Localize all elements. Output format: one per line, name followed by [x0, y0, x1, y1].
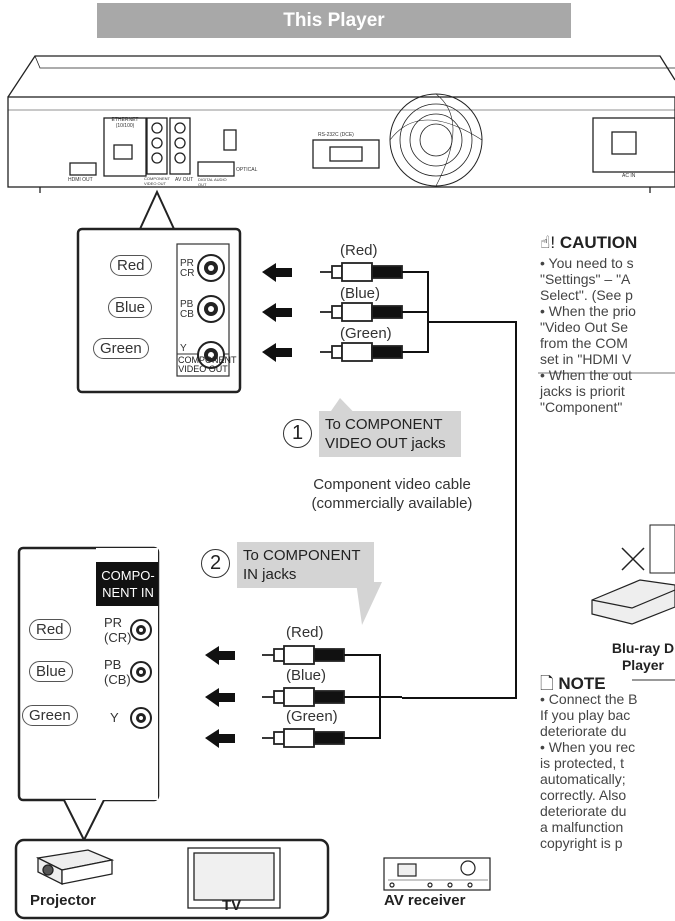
- component-in-header: [96, 562, 158, 606]
- note-text: • Connect the B If you play bac deterior…: [540, 691, 638, 851]
- projector-image: [35, 849, 115, 886]
- digital-audio-out-label: DIGITAL AUDIO OUT: [198, 177, 227, 187]
- cable-top-green: (Green): [340, 325, 392, 342]
- cable-bottom-red: (Red): [286, 624, 324, 641]
- tv-color-red: Red: [29, 619, 71, 640]
- crossed-out-connection: [621, 524, 675, 574]
- player-jack-label-pb: PB CB: [180, 299, 194, 320]
- note-icon: 🗋: [540, 674, 554, 693]
- optical-label: OPTICAL: [236, 167, 258, 173]
- tv-color-blue: Blue: [29, 661, 74, 682]
- component-in-title: COMPO-NENT IN: [101, 568, 155, 600]
- av-out-label: AV OUT: [175, 177, 194, 183]
- player-jack-label-pr: PR CR: [180, 258, 195, 279]
- tv-image: [187, 847, 281, 909]
- device-av-receiver-label: AV receiver: [384, 892, 466, 909]
- arrows-upper: [262, 263, 292, 362]
- step-2-callout: To COMPONENT IN jacks: [237, 542, 374, 588]
- player-color-red: Red: [110, 255, 152, 276]
- arrows-lower: [205, 646, 235, 748]
- step-1-callout: To COMPONENT VIDEO OUT jacks: [319, 411, 461, 457]
- page-banner: This Player: [97, 3, 571, 38]
- player-color-green: Green: [93, 338, 149, 359]
- note-heading: 🗋 NOTE: [540, 674, 606, 693]
- step-1-number: 1: [283, 419, 312, 448]
- caution-hand-icon: ☝!: [540, 233, 556, 252]
- tv-color-green: Green: [22, 705, 78, 726]
- player-jack-sockets: [197, 254, 225, 369]
- cable-plugs-upper: [320, 262, 403, 362]
- tv-jack-label-y: Y: [110, 710, 119, 725]
- cable-bottom-blue: (Blue): [286, 667, 327, 684]
- cable-description: Component video cable(commercially avail…: [311, 476, 473, 512]
- player-component-out-title: COMPONENT VIDEO OUT: [178, 355, 237, 374]
- caution-text: • You need to s "Settings" – "A Select".…: [540, 255, 636, 415]
- device-tv-label: TV: [222, 897, 242, 914]
- cable-bottom-green: (Green): [286, 708, 338, 725]
- player-jack-label-y: Y: [180, 343, 187, 354]
- ethernet-label: ETHERNET(10/100): [111, 117, 139, 129]
- tv-jack-label-pb: PB (CB): [104, 657, 131, 687]
- component-out-panel-label: COMPONENT VIDEO OUT: [144, 176, 170, 186]
- bluray-player-image: [591, 579, 675, 625]
- step-2-number: 2: [201, 549, 230, 578]
- tv-jack-sockets: [130, 619, 152, 729]
- tv-jack-label-pr: PR (CR): [104, 615, 132, 645]
- caution-heading: ☝! CAUTION: [540, 233, 638, 252]
- player-back-panel: [7, 55, 675, 193]
- ac-in-label: AC IN: [622, 173, 636, 179]
- hdmi-out-label: HDMI OUT: [68, 177, 93, 183]
- av-receiver-image: [383, 857, 491, 891]
- device-projector-label: Projector: [30, 892, 96, 909]
- cable-top-red: (Red): [340, 242, 378, 259]
- cable-top-blue: (Blue): [340, 285, 381, 302]
- player-color-blue: Blue: [108, 297, 153, 318]
- cable-plugs-lower: [262, 645, 345, 748]
- rs232c-label: RS-232C (DCE): [318, 132, 354, 138]
